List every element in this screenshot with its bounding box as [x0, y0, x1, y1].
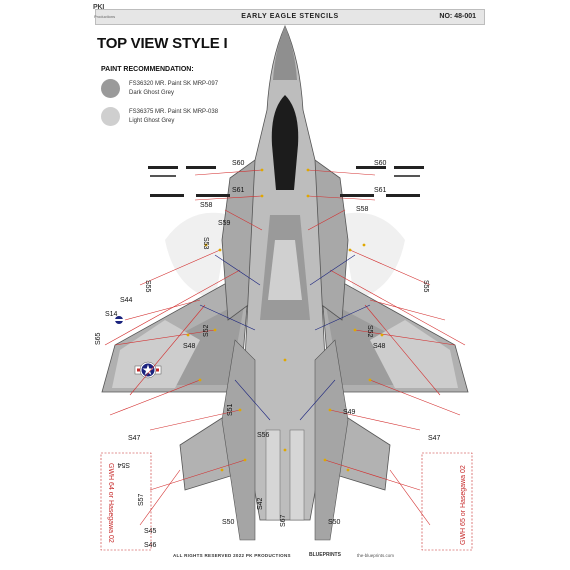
footer: ALL RIGHTS RESERVED 2022 PK PRODUCTIONS …	[95, 551, 475, 561]
logo-subtitle: Productions	[94, 14, 116, 19]
spine-light	[268, 240, 302, 300]
label-s46: S46	[144, 542, 157, 549]
left-nozzle	[265, 429, 281, 521]
right-nozzle	[289, 429, 305, 521]
page-title: TOP VIEW STYLE I	[97, 35, 228, 52]
blue-leader-lines	[199, 254, 371, 421]
right-option-box	[421, 452, 473, 551]
label-s65: S65	[95, 332, 102, 345]
label-s14: S14	[105, 311, 118, 318]
label-s57: S57	[138, 493, 145, 506]
red-leader-lines	[104, 169, 466, 526]
label-s42: S42	[257, 497, 264, 510]
label-s50-left: S50	[222, 519, 235, 526]
label-s55-left: S55	[144, 280, 151, 293]
right-intake	[314, 159, 349, 321]
label-s45: S45	[144, 528, 157, 535]
small-insignia	[112, 316, 126, 324]
header-title: EARLY EAGLE STENCILS	[241, 13, 339, 20]
paint-item-light: FS36375 MR. Paint SK MRP-038 Light Ghost…	[129, 108, 218, 126]
label-s44: S44	[120, 297, 133, 304]
sheet-number: NO: 48-001	[439, 13, 476, 20]
label-s49: S49	[343, 409, 356, 416]
label-s48-left: S48	[183, 343, 196, 350]
paint-code: FS36320 MR. Paint SK MRP-097	[129, 81, 219, 87]
paint-name: Dark Ghost Grey	[129, 90, 175, 96]
label-s47-right: S47	[428, 435, 441, 442]
right-fin	[314, 339, 349, 541]
label-s53: S53	[202, 237, 209, 250]
right-option-note: GWH 65 or Hasegawa 02	[460, 465, 467, 545]
label-s48-right: S48	[373, 343, 386, 350]
stencil-strips	[148, 166, 424, 197]
left-option-note: GWH 64 or Hasegawa 02	[107, 463, 114, 543]
label-s67: S67	[280, 514, 287, 527]
label-s56: S56	[257, 432, 270, 439]
blueprints-url[interactable]: the-blueprints.com	[357, 553, 395, 558]
bg-swoosh-right	[340, 212, 405, 300]
label-s47-left: S47	[128, 435, 141, 442]
label-s58-right: S58	[356, 206, 369, 213]
blueprints-logo: BLUEPRINTS	[309, 552, 341, 558]
paint-name: Light Ghost Grey	[129, 118, 175, 124]
label-s60-right: S60	[374, 160, 387, 167]
paint-item-dark: FS36320 MR. Paint SK MRP-097 Dark Ghost …	[129, 80, 218, 98]
label-s55-right: S55	[422, 280, 429, 293]
label-s50-right: S50	[328, 519, 341, 526]
label-s51: S51	[227, 403, 234, 416]
label-s61-left: S61	[232, 187, 245, 194]
paint-heading: PAINT RECOMMENDATION:	[101, 66, 194, 73]
radome	[273, 26, 297, 80]
dark-ghost-grey-swatch	[101, 79, 120, 98]
label-s58-left: S58	[200, 202, 213, 209]
label-s61-right: S61	[374, 187, 387, 194]
pki-logo: PKI Productions	[91, 4, 125, 24]
left-fin	[221, 339, 256, 541]
left-option-box	[100, 452, 152, 551]
copyright: ALL RIGHTS RESERVED 2022 PK PRODUCTIONS	[173, 553, 291, 558]
header-bar: EARLY EAGLE STENCILS NO: 48-001	[95, 9, 485, 25]
light-ghost-grey-swatch	[101, 107, 120, 126]
label-s59: S59	[218, 220, 231, 227]
logo-text: PKI	[93, 4, 105, 11]
label-s52-right: S52	[366, 325, 373, 338]
label-s54: S54	[117, 461, 130, 468]
left-intake	[221, 159, 256, 321]
bg-swoosh-left	[165, 212, 230, 300]
national-insignia	[134, 361, 162, 379]
paint-code: FS36375 MR. Paint SK MRP-038	[129, 109, 219, 115]
label-s60-left: S60	[232, 160, 245, 167]
canopy	[271, 95, 299, 190]
label-s52-left: S52	[203, 324, 210, 337]
stencil-markers	[186, 168, 384, 472]
